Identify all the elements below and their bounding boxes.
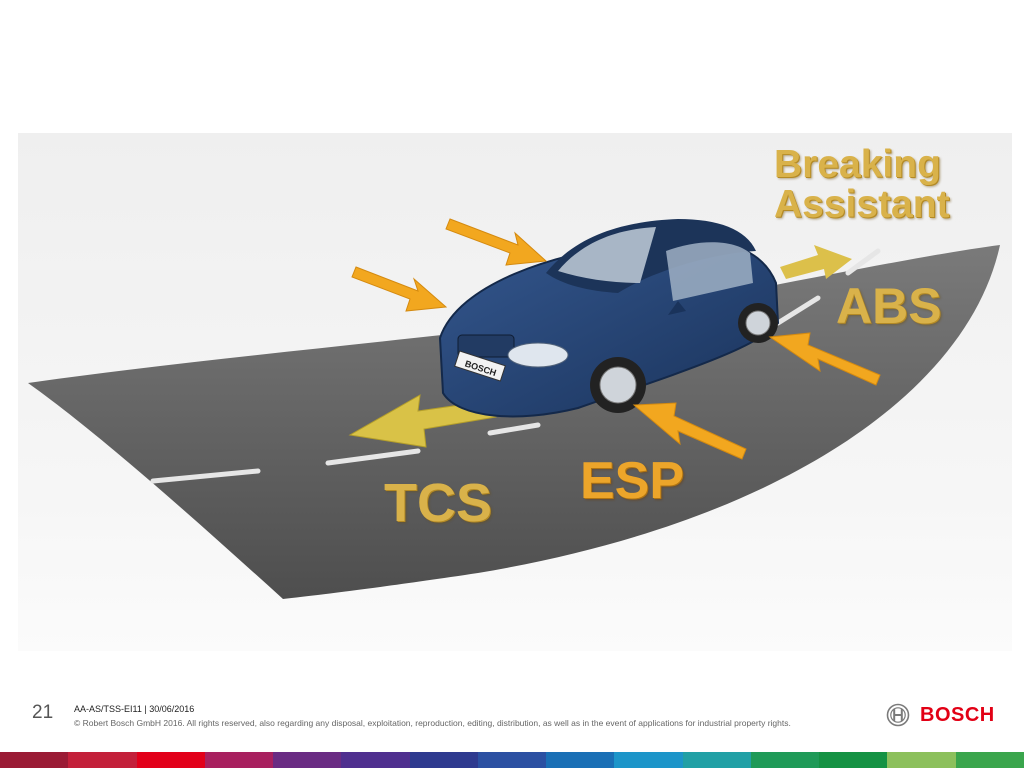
stripe-segment [477, 752, 547, 768]
lane-markings [150, 248, 881, 484]
copyright-notice: © Robert Bosch GmbH 2016. All rights res… [74, 718, 791, 728]
stripe-segment [409, 752, 478, 768]
stripe-segment [204, 752, 274, 768]
braking-assistant-label: Breaking Assistant [774, 145, 950, 225]
arrow-abs [768, 332, 881, 386]
stripe-segment [682, 752, 751, 768]
stripe-segment [341, 752, 410, 768]
stripe-segment [614, 752, 683, 768]
stripe-segment [887, 752, 956, 768]
stripe-segment [750, 752, 820, 768]
arrow-esp [632, 402, 747, 460]
abs-label: ABS [836, 278, 942, 334]
stripe-segment [955, 752, 1024, 768]
braking-arrow [780, 245, 852, 279]
car: BOSCH [438, 219, 780, 418]
document-id: AA-AS/TSS-EI11 | 30/06/2016 [74, 704, 195, 714]
bosch-armature-icon [886, 703, 910, 727]
stripe-segment [68, 752, 137, 768]
esp-label: ESP [580, 452, 685, 510]
stripe-segment [0, 752, 69, 768]
stripe-segment [546, 752, 615, 768]
braking-label-line1: Breaking [774, 143, 941, 186]
stripe-segment [273, 752, 342, 768]
bosch-logo: BOSCH [886, 703, 995, 727]
force-arrows [351, 218, 881, 460]
bosch-wordmark: BOSCH [920, 703, 995, 726]
stripe-segment [136, 752, 205, 768]
brand-color-stripe [0, 752, 1024, 768]
feature-illustration: BOSCH Breaking Assistant ABS ESP TCS [18, 133, 1012, 651]
braking-label-line2: Assistant [774, 183, 950, 226]
stripe-segment [819, 752, 888, 768]
arrow-left [351, 266, 448, 312]
page-number: 21 [32, 702, 54, 723]
tcs-label: TCS [384, 473, 492, 533]
road-car-scene: BOSCH [28, 218, 1000, 599]
arrow-top [445, 218, 548, 266]
